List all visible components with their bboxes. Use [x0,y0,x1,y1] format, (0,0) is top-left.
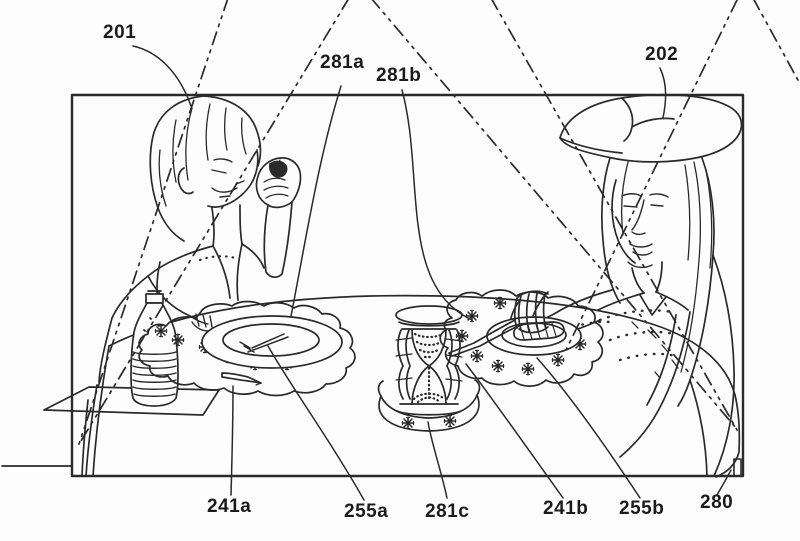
ray-5 [565,0,738,351]
ray-1 [78,0,229,445]
left-person-face [207,149,259,208]
leader-202 [659,67,667,119]
hourglass-base [378,394,480,432]
ref-label-202: 202 [645,44,679,65]
left-person-neck [211,204,243,247]
fork-on-plate [239,333,289,353]
ref-label-255b: 255b [619,498,665,519]
right-person-hand [448,290,549,357]
ref-label-201: 201 [103,22,137,43]
right-person-hat [559,93,743,163]
held-object [269,160,288,178]
hourglass-bulbs [411,329,447,405]
leader-255a [267,345,365,501]
left-person-left-hand [189,313,213,332]
leader-281c [427,421,448,499]
leader-281a [290,85,342,317]
ref-label-281b: 281b [376,65,422,86]
leader-lines [132,45,732,501]
left-plate [201,315,343,369]
left-person-ear [177,167,194,195]
right-person-body [689,254,735,477]
right-doily [439,289,604,387]
right-person-hair [601,157,621,304]
leader-241a [230,385,234,496]
ref-label-255a: 255a [344,501,389,522]
knife [221,372,262,386]
ref-label-280: 280 [700,492,734,513]
right-person [508,93,743,477]
water-bottle [130,290,179,407]
hourglass-sand-lower [412,392,446,404]
leader-201 [132,45,192,107]
left-person-hair [149,95,204,242]
scene-frame [1,93,745,478]
blouse-stipple [564,309,678,362]
ref-label-241a: 241a [207,496,252,517]
leader-241b [465,363,564,499]
leader-281b [401,89,473,321]
leader-280 [716,469,732,496]
ref-label-281a: 281a [320,52,365,73]
right-person-face [611,179,636,264]
leader-255b [536,357,641,499]
ray-2 [80,0,349,442]
fork-in-hand [448,319,519,357]
projection-rays [78,0,800,445]
right-person-right-arm [619,311,691,458]
hourglass-top-disc [395,305,463,325]
left-person-shoulder [98,245,214,383]
ray-6 [753,0,800,83]
ref-label-241b: 241b [543,498,589,519]
ref-label-281c: 281c [425,501,470,522]
hourglass-left-post [397,329,411,400]
ray-3 [371,0,737,429]
hourglass [377,305,481,432]
ray-4 [491,0,738,431]
hourglass-sand-upper [413,332,445,400]
left-person [98,95,302,383]
right-person-collar [597,291,689,316]
left-doily [138,300,356,397]
left-person-raised-fist [255,157,302,209]
left-person-raised-forearm [263,201,293,278]
